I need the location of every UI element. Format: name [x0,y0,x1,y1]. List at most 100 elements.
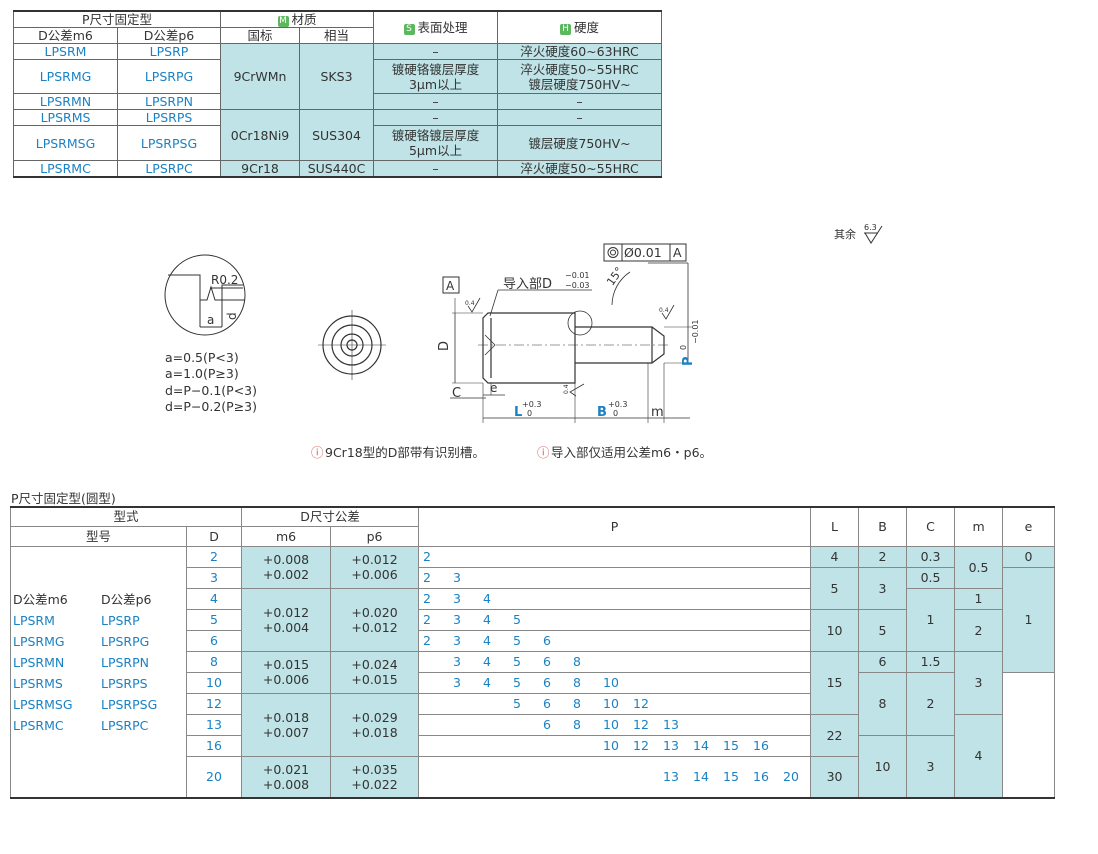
P-value: 2 [423,612,431,627]
header-m6: D公差m6 [13,27,118,44]
P-value: 6 [543,675,551,690]
model-m6: LPSRMG [13,633,65,649]
dim-e: e [490,381,497,395]
rough-small-3: 0.4 [563,384,570,394]
P-value: 5 [513,675,521,690]
dim-P: P [681,356,696,366]
hardness-value: 淬火硬度50~55HRC 镀层硬度750HV~ [497,59,663,94]
P-value: 8 [573,696,581,711]
L-value: 10 [810,608,860,652]
detail-radius: R0.2 [211,273,238,287]
rough-small-2: 0.4 [659,307,669,314]
standard-value: 0Cr18Ni9 [220,109,301,161]
D-value: 16 [185,734,243,757]
material-badge-icon: M [277,16,289,27]
lead-tol-upper: −0.01 [565,271,590,280]
p6-tol: +0.012+0.006 [330,545,420,589]
m-value: 0.5 [954,545,1004,589]
P-value: 14 [693,738,709,753]
roughness-icon [661,304,675,320]
e-value: 1 [1002,566,1056,673]
header-D: D [185,525,243,547]
P-value: 4 [483,675,491,690]
table-title: P尺寸固定型(圆型) [11,491,116,506]
surface-value: – [373,109,499,126]
m-value: 3 [954,650,1004,715]
model-p6: LPSRPSG [116,125,222,161]
L-value: 22 [810,713,860,757]
model-p6: LPSRP [116,43,222,60]
m6-tol: +0.012+0.004 [241,587,332,652]
model-m6: LPSRMC [13,717,64,733]
model-p6: LPSRPSG [101,696,158,712]
P-value: 2 [423,591,431,606]
P-value: 5 [513,696,521,711]
B-value: 3 [858,566,908,610]
lead-label: 导入部D [503,277,552,292]
rough-small-1: 0.4 [465,300,475,307]
model-p6: LPSRPC [116,160,222,178]
header-m: m [954,506,1004,547]
C-value: 0.3 [906,545,956,568]
P-value: 4 [483,654,491,669]
formula-1: a=0.5(P<3) [165,350,239,365]
model-m6: LPSRM [13,43,118,60]
dim-P-tol-lower: −0.01 [691,319,700,344]
P-value: 2 [423,549,431,564]
model-m6: LPSRMSG [13,125,118,161]
P-value: 15 [723,738,739,753]
note-icon: ⓘ [537,445,550,460]
P-value: 3 [453,591,461,606]
P-value: 2 [423,570,431,585]
model-p6: LPSRPN [116,93,222,110]
C-value: 3 [906,734,956,799]
hardness-value: – [497,109,663,126]
m-value: 2 [954,608,1004,652]
equivalent-value: SKS3 [299,43,375,110]
D-value: 20 [185,755,243,799]
header-equivalent: 相当 [299,27,375,44]
model-m6: LPSRMN [13,654,65,670]
roughness-value: 6.3 [864,223,877,232]
C-value: 0.5 [906,566,956,589]
header-type-group: P尺寸固定型 [12,10,222,28]
P-value: 13 [663,717,679,732]
P-value: 4 [483,633,491,648]
note-2: 导入部仅适用公差m6・p6。 [551,445,712,460]
header-P: P [418,506,812,547]
formula-2: a=1.0(P≥3) [165,366,239,381]
model-m6: LPSRM [13,612,55,628]
D-value: 3 [185,566,243,589]
m6-tol: +0.021+0.008 [241,755,332,799]
surface-value: – [373,43,499,60]
dim-B-tol-lower: 0 [613,409,618,418]
P-values: 2 [418,545,812,568]
P-value: 3 [453,633,461,648]
standard-value: 9CrWMn [220,43,301,110]
dim-L-tol-lower: 0 [527,409,532,418]
P-value: 6 [543,654,551,669]
datum-label: A [446,279,455,293]
model-m6: LPSRMSG [13,696,73,712]
angle-label: 15° [604,265,626,288]
m6-tol: +0.008+0.002 [241,545,332,589]
dim-B: B [597,405,607,420]
m6-tol: +0.015+0.006 [241,650,332,694]
L-value: 4 [810,545,860,568]
dim-m: m [651,405,664,420]
P-value: 5 [513,654,521,669]
dim-P-tol-upper: 0 [679,345,688,350]
P-value: 5 [513,612,521,627]
surface-value: 镀硬铬镀层厚度 3μm以上 [373,59,499,94]
D-value: 10 [185,671,243,694]
surface-value: 镀硬铬镀层厚度 5μm以上 [373,125,499,161]
p6-tol: +0.035+0.022 [330,755,420,799]
